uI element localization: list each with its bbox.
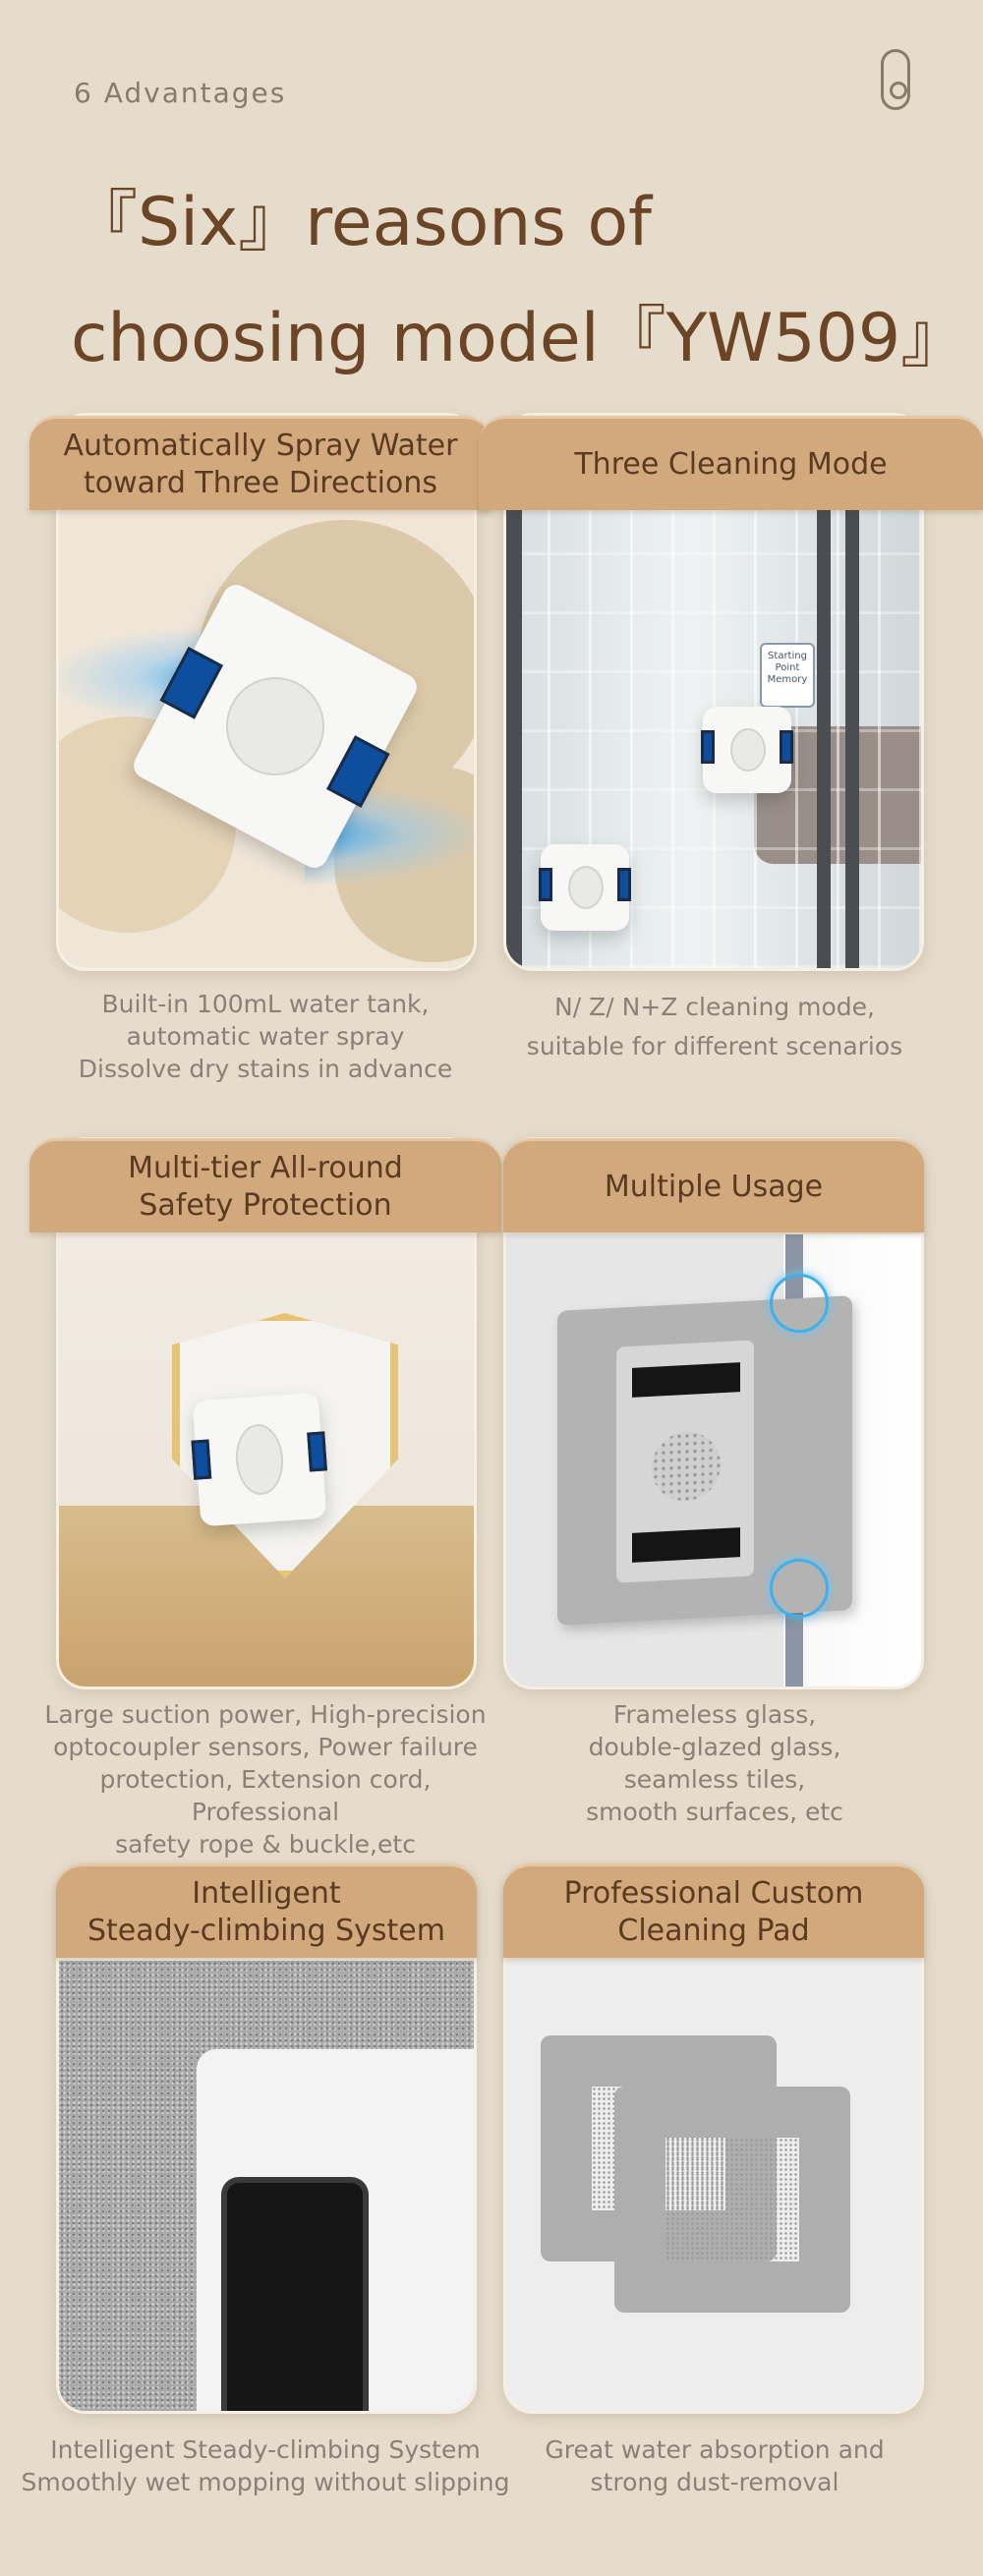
suction-ring-icon	[770, 1559, 829, 1618]
page-headline: 『Six』reasons of choosing model『YW509』	[71, 165, 967, 397]
headline-line-1: 『Six』reasons of	[71, 184, 652, 261]
spray-scene-image	[59, 510, 474, 968]
pad-scene-image	[506, 1961, 921, 2411]
card-steady-climbing-description: Intelligent Steady-climbing System Smoot…	[21, 2435, 510, 2496]
eyebrow-label: 6 Advantages	[74, 77, 287, 109]
card-multiple-usage-description: Frameless glass, double-glazed glass, se…	[586, 1700, 843, 1826]
card-safety-protection-tab: Multi-tier All-round Safety Protection	[29, 1138, 501, 1232]
window-scene-image: Starting Point Memory	[506, 510, 921, 968]
card-cleaning-pad-description: Great water absorption and strong dust-r…	[545, 2435, 885, 2496]
card-safety-protection-description: Large suction power, High-precision opto…	[44, 1700, 487, 1859]
robot-image-upper	[701, 707, 793, 793]
card-cleaning-pad-tab: Professional Custom Cleaning Pad	[503, 1863, 924, 1958]
shield-scene-image	[59, 1234, 474, 1687]
card-steady-climbing-tab: Intelligent Steady-climbing System	[56, 1863, 477, 1958]
headline-line-2: choosing model『YW509』	[71, 300, 968, 377]
cleaning-pad-image	[614, 2087, 850, 2313]
glass-scene-image	[506, 1234, 921, 1687]
card-cleaning-mode-tab: Three Cleaning Mode	[479, 416, 983, 510]
card-multiple-usage-tab: Multiple Usage	[503, 1138, 924, 1232]
robot-image-lower	[539, 844, 631, 931]
suction-ring-icon	[770, 1274, 829, 1333]
robot-image	[191, 1392, 327, 1527]
climb-scene-image	[59, 1961, 474, 2411]
card-spray-water-description: Built-in 100mL water tank, automatic wat…	[78, 990, 453, 1083]
phone-icon	[881, 49, 910, 110]
card-spray-water-tab: Automatically Spray Water toward Three D…	[29, 416, 492, 510]
starting-point-memory-label: Starting Point Memory	[760, 643, 815, 708]
card-cleaning-mode-description: N/ Z/ N+Z cleaning mode, suitable for di…	[526, 993, 903, 1060]
